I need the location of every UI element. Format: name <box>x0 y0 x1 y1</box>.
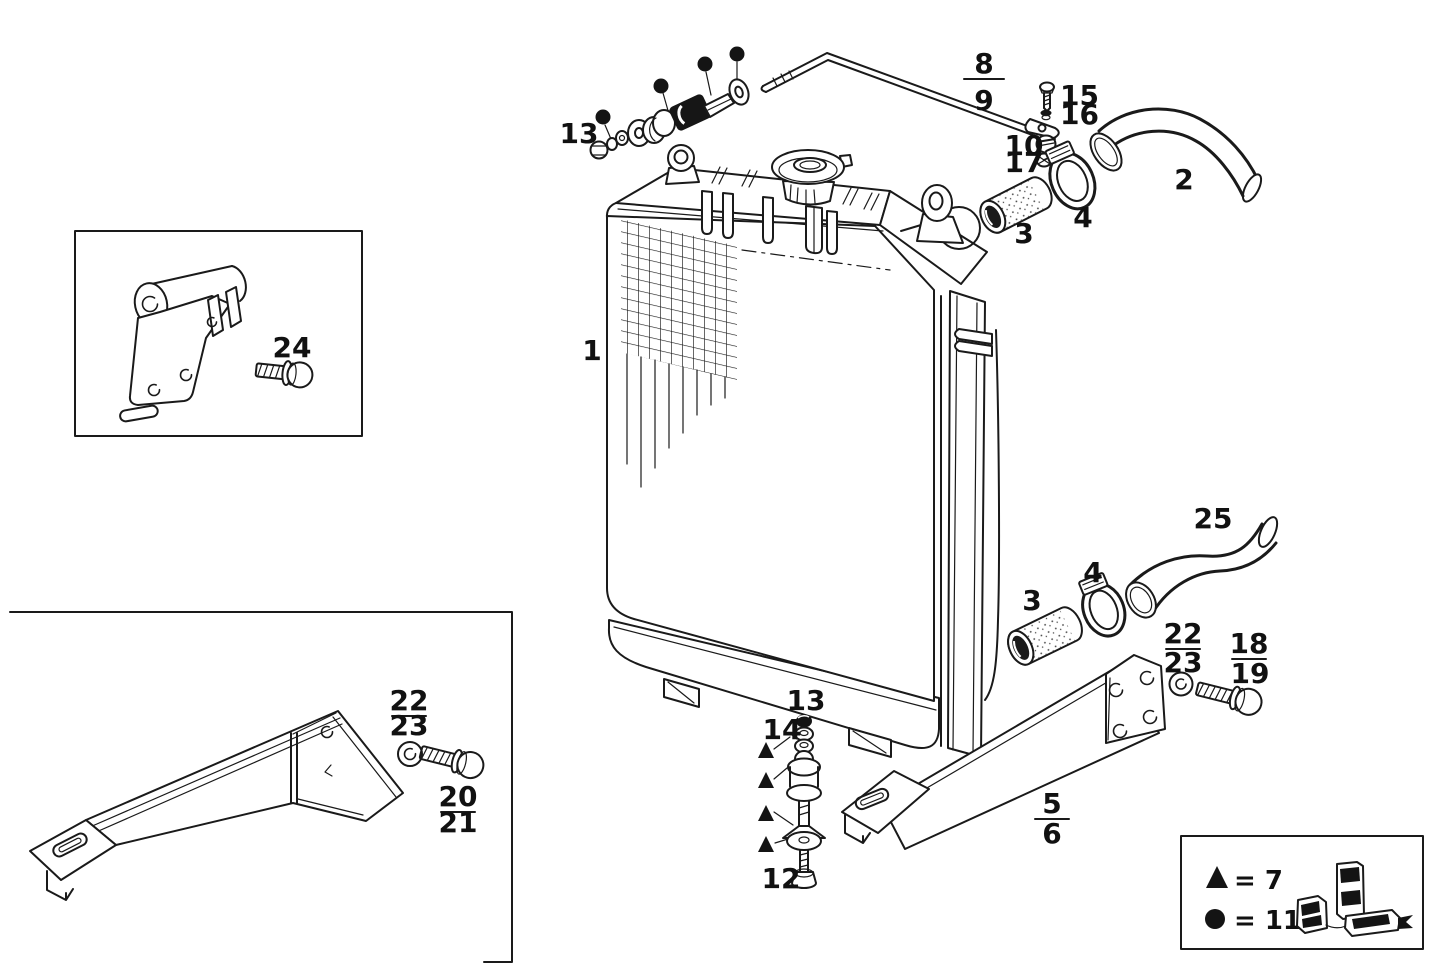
triangle-symbols <box>758 742 774 852</box>
washer-22-23-left <box>397 741 423 767</box>
callout-20: 20 <box>439 780 478 813</box>
support-bracket-left <box>29 710 404 901</box>
bottom-mount-stack <box>758 714 826 889</box>
callout-1: 1 <box>582 334 601 367</box>
core-mesh <box>621 219 737 380</box>
bolt-24 <box>254 360 314 389</box>
right-mount-ear <box>916 184 964 244</box>
callout-22-right: 22 <box>1164 617 1203 650</box>
tank-top-band <box>615 167 891 226</box>
filler-cap <box>793 157 827 173</box>
bracket-plate-holes <box>1108 670 1158 739</box>
callout-12: 12 <box>762 862 801 895</box>
bolt-shaft <box>703 93 735 118</box>
radiator-top-tank <box>605 144 988 285</box>
lower-hose-group <box>1007 516 1279 666</box>
right-washer-bolt <box>1168 671 1263 716</box>
callout-3-upper: 3 <box>1014 217 1033 250</box>
sleeve-3-lower <box>1007 606 1083 666</box>
callout-labels: 1 2 3 4 3 4 25 13 13 14 12 24 10 17 8 9 … <box>273 47 1270 895</box>
nut-16 <box>1040 109 1052 121</box>
callout-5: 5 <box>1042 787 1061 820</box>
callout-10: 10 <box>1005 129 1044 162</box>
hose-2 <box>1089 107 1263 203</box>
bracket-foot-slot <box>854 787 890 811</box>
callout-22-left: 22 <box>390 684 429 717</box>
callout-13-upper: 13 <box>560 117 599 150</box>
bolt-12 <box>791 849 817 889</box>
callout-18: 18 <box>1230 627 1269 660</box>
lower-cushion-mount <box>782 825 826 851</box>
bolt-18-19 <box>1195 681 1263 716</box>
callout-21: 21 <box>439 806 478 839</box>
callout-23-right: 23 <box>1164 646 1203 679</box>
callout-3-lower: 3 <box>1022 584 1041 617</box>
callout-16: 16 <box>1060 98 1099 131</box>
callout-17: 17 <box>1005 146 1044 179</box>
clamp-4-upper <box>1042 140 1097 211</box>
legend-dot-text: = 11 <box>1234 906 1301 936</box>
bracket-foot <box>841 770 930 834</box>
bracket-plate <box>1105 654 1166 744</box>
callout-25: 25 <box>1194 502 1233 535</box>
clamp-4-lower <box>1078 572 1127 638</box>
tank-hatch-marks <box>711 166 880 211</box>
legend-triangle-icon <box>1206 866 1228 888</box>
sleeve-3-upper <box>979 176 1053 234</box>
callout-13-lower: 13 <box>787 684 826 717</box>
radiator-assembly <box>605 144 1001 758</box>
callout-2: 2 <box>1174 163 1193 196</box>
screw-15 <box>1039 81 1055 112</box>
upper-fastener-cluster <box>589 46 750 160</box>
callout-4-lower: 4 <box>1083 556 1102 589</box>
hose-25 <box>1125 516 1279 619</box>
inset-box-24 <box>74 230 363 437</box>
callout-14: 14 <box>763 713 802 746</box>
radiator-side-channel <box>940 290 1001 758</box>
callout-9: 9 <box>974 84 993 117</box>
tank-overflow-tubes <box>701 190 838 255</box>
support-bracket-right <box>841 654 1166 850</box>
callout-24: 24 <box>273 331 312 364</box>
lower-left-box <box>9 611 513 963</box>
legend-dot-icon <box>1205 909 1225 929</box>
bracket-arm <box>881 666 1160 850</box>
callout-23-left: 23 <box>390 709 429 742</box>
callout-6: 6 <box>1042 817 1061 850</box>
upper-hose-group <box>979 107 1263 234</box>
bracket-arm-left <box>85 710 404 846</box>
bolt-20-21 <box>418 745 485 780</box>
left-mount-ear <box>665 144 700 185</box>
callout-15: 15 <box>1060 79 1099 112</box>
callout-19: 19 <box>1231 657 1270 690</box>
washers-14 <box>794 726 814 754</box>
dot-symbols <box>595 46 745 125</box>
washer-22-23-right <box>1168 671 1194 697</box>
callout-8: 8 <box>974 47 993 80</box>
radiator-bottom-tank <box>607 619 940 749</box>
legend-packages <box>1296 861 1413 937</box>
legend-triangle-text: = 7 <box>1234 866 1283 896</box>
triangle-leader-lines <box>773 733 798 844</box>
callout-4-upper: 4 <box>1073 201 1092 234</box>
filler-neck <box>771 149 853 206</box>
nut-13-lower <box>796 714 812 728</box>
end-washer <box>728 78 750 106</box>
upper-cushion-mount <box>786 750 822 802</box>
engine-mount-bracket <box>119 265 247 423</box>
side-channel-clip <box>954 328 993 345</box>
legend-box: = 7 = 11 <box>1180 835 1424 950</box>
core-tube-lines <box>626 249 891 488</box>
